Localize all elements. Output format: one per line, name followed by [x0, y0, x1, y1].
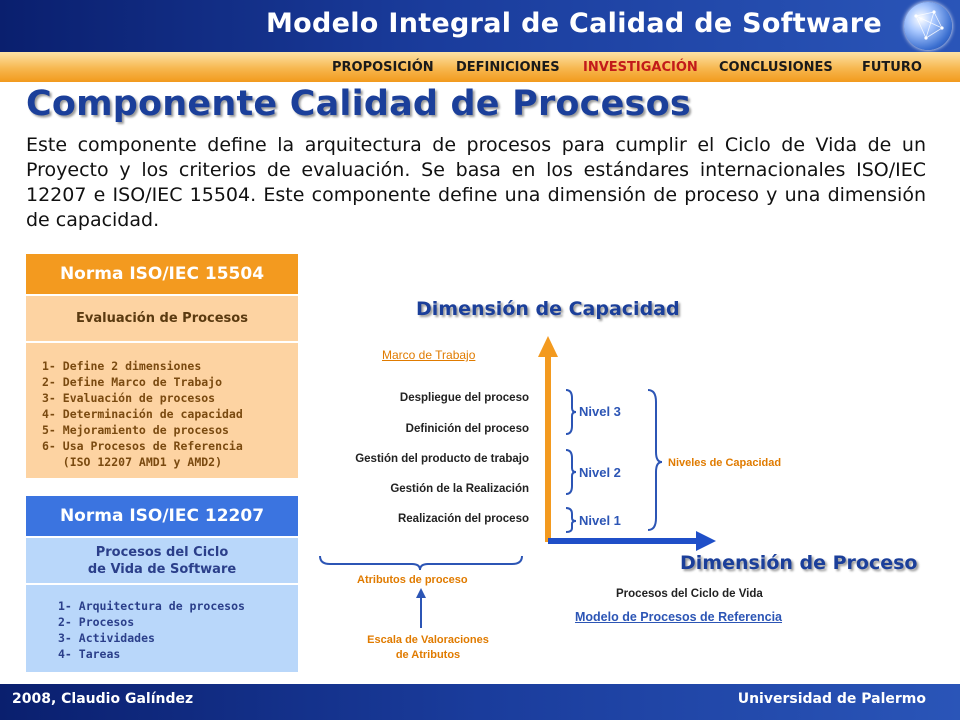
app-title: Modelo Integral de Calidad de Software: [266, 8, 882, 39]
nav-item-investigacion[interactable]: INVESTIGACIÓN: [583, 60, 698, 75]
attribute-performance-management: Gestión de la Realización: [390, 483, 529, 495]
iso15504-subtitle: Evaluación de Procesos: [26, 296, 298, 341]
iso12207-subtitle-line1: Procesos del Ciclo: [95, 544, 229, 560]
arrow-escala-head: [416, 588, 426, 598]
iso12207-subtitle-line2: de Vida de Software: [87, 561, 237, 577]
list-item: 6- Usa Procesos de Referencia: [42, 439, 243, 453]
brace-nivel-2: [565, 449, 577, 495]
brace-nivel-1: [565, 507, 577, 533]
brace-nivel-3: [565, 389, 577, 435]
list-item: 2- Procesos: [58, 615, 135, 629]
capacity-axis-arrowhead: [538, 336, 558, 357]
footer-author: 2008, Claudio Galíndez: [12, 691, 194, 707]
list-item: 3- Actividades: [58, 631, 155, 645]
footer-institution: Universidad de Palermo: [737, 691, 926, 707]
footer-bar: [0, 684, 960, 720]
capacity-axis: [545, 356, 551, 542]
list-item: 5- Mejoramiento de procesos: [42, 423, 229, 437]
nav-bar: [0, 52, 960, 82]
level-3-label: Nivel 3: [579, 404, 621, 419]
lifecycle-processes-label: Procesos del Ciclo de Vida: [616, 588, 763, 600]
rating-scale-line2: de Atributos: [395, 649, 461, 661]
process-attributes-label: Atributos de proceso: [357, 574, 468, 586]
list-item: 4- Tareas: [58, 647, 121, 661]
list-item: 2- Define Marco de Trabajo: [42, 375, 223, 389]
iso15504-list-panel: [26, 343, 298, 478]
brace-niveles: [647, 389, 663, 531]
header-bar: [0, 0, 960, 52]
framework-link[interactable]: Marco de Trabajo: [382, 348, 476, 362]
iso15504-list: 1- Define 2 dimensiones 2- Define Marco …: [42, 358, 243, 470]
capability-levels-label: Niveles de Capacidad: [668, 457, 782, 469]
capacity-dimension-title: Dimensión de Capacidad: [416, 298, 680, 320]
page-title: Componente Calidad de Procesos: [26, 84, 691, 124]
iso12207-list-panel: [26, 585, 298, 672]
process-axis-arrowhead: [696, 531, 716, 551]
list-item: 4- Determinación de capacidad: [42, 407, 243, 421]
list-item: (ISO 12207 AMD1 y AMD2): [42, 455, 223, 469]
level-2-label: Nivel 2: [579, 465, 621, 480]
iso15504-header: Norma ISO/IEC 15504: [26, 254, 298, 294]
list-item: 1- Arquitectura de procesos: [58, 599, 245, 613]
attribute-process-performance: Realización del proceso: [397, 513, 529, 525]
process-dimension-title: Dimensión de Proceso: [680, 552, 918, 574]
globe-icon: [904, 2, 952, 50]
list-item: 1- Define 2 dimensiones: [42, 359, 202, 373]
nav-item-proposicion[interactable]: PROPOSICIÓN: [332, 60, 434, 75]
nav-item-futuro[interactable]: FUTURO: [862, 60, 922, 75]
attribute-deployment: Despliegue del proceso: [399, 392, 529, 404]
rating-scale-line1: Escala de Valoraciones: [367, 634, 489, 646]
process-axis: [548, 538, 698, 544]
nav-item-definiciones[interactable]: DEFINICIONES: [456, 60, 560, 75]
reference-model-link[interactable]: Modelo de Procesos de Referencia: [575, 610, 783, 624]
attribute-work-product: Gestión del producto de trabajo: [355, 453, 529, 465]
iso12207-list: 1- Arquitectura de procesos 2- Procesos …: [58, 598, 245, 662]
list-item: 3- Evaluación de procesos: [42, 391, 216, 405]
intro-paragraph: Este componente define la arquitectura d…: [26, 134, 926, 231]
nav-item-conclusiones[interactable]: CONCLUSIONES: [719, 60, 833, 75]
iso12207-subtitle: Procesos del Ciclo de Vida de Software: [26, 538, 298, 583]
attribute-definition: Definición del proceso: [405, 423, 529, 435]
iso12207-header: Norma ISO/IEC 12207: [26, 496, 298, 536]
rating-scale-label: Escala de Valoraciones de Atributos: [348, 633, 508, 663]
brace-atributos: [319, 555, 523, 571]
level-1-label: Nivel 1: [579, 513, 621, 528]
